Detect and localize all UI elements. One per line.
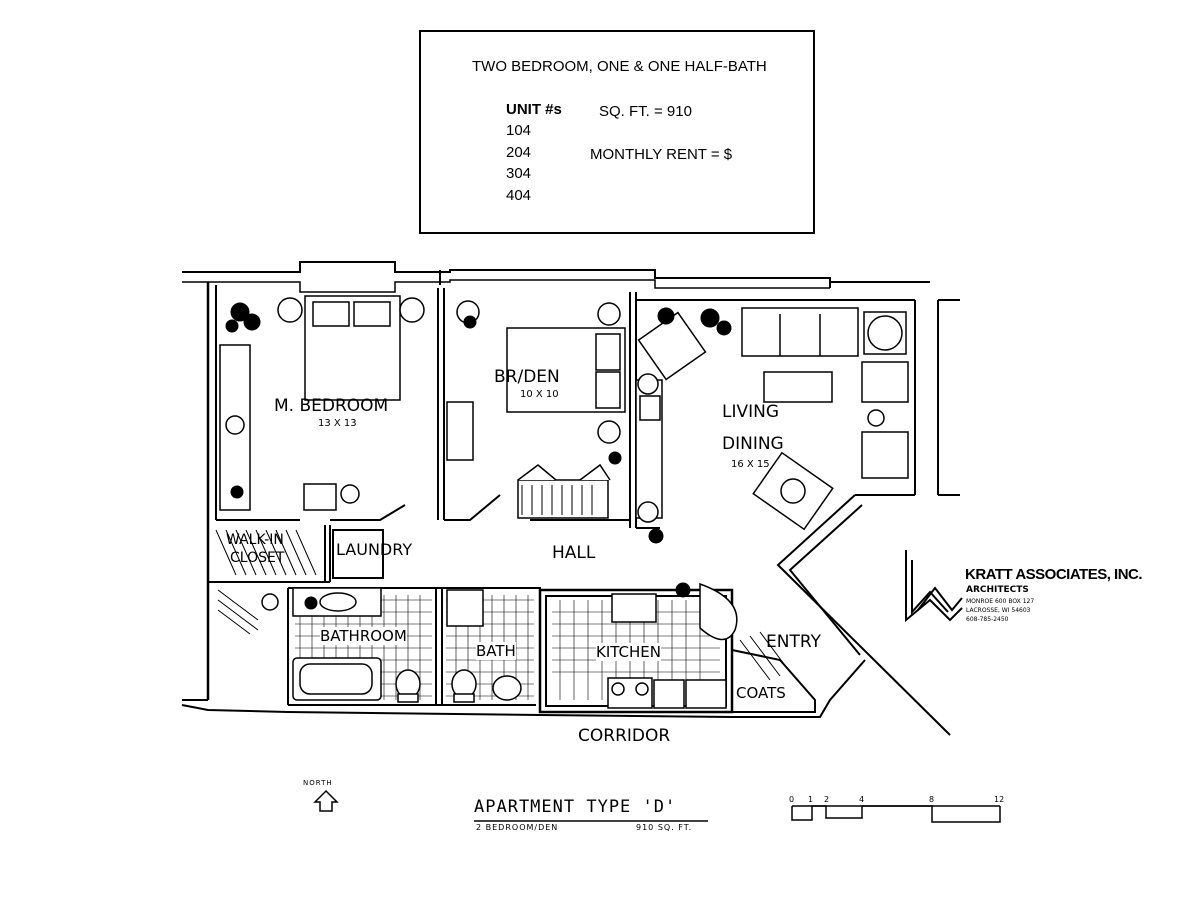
firm-address-line: LACROSSE, WI 54603 [966, 607, 1031, 614]
unit-number: 104 [506, 122, 532, 139]
master-bedroom-label: M. BEDROOM [274, 396, 389, 416]
br-den-label: BR/DEN [494, 367, 560, 387]
br-den-dimensions: 10 X 10 [520, 389, 559, 400]
bath-label: BATH [476, 642, 516, 660]
rent-text: MONTHLY RENT = $ [590, 146, 733, 163]
unit-number: 204 [506, 144, 532, 161]
living-label: LIVING [722, 402, 780, 422]
entry-label: ENTRY [766, 632, 821, 652]
sqft-text: SQ. FT. = 910 [599, 103, 692, 120]
corridor-label: CORRIDOR [578, 726, 671, 746]
plan-title: APARTMENT TYPE 'D' [474, 797, 677, 817]
walk-in-label: WALK-IN [226, 532, 284, 548]
scale-tick-label: 12 [994, 795, 1005, 804]
unit-number: 304 [506, 165, 532, 182]
scale-tick-label: 4 [859, 795, 865, 804]
scale-tick-label: 1 [808, 795, 814, 804]
firm-sub: ARCHITECTS [966, 585, 1029, 595]
living-dimensions: 16 X 15 [731, 459, 770, 470]
firm-name: KRATT ASSOCIATES, INC. [965, 566, 1143, 583]
hall-label: HALL [552, 543, 596, 563]
firm-address-line: MONROE 600 BOX 127 [966, 598, 1035, 605]
master-bedroom-dimensions: 13 X 13 [318, 418, 357, 429]
dining-label: DINING [722, 434, 784, 454]
info-heading: TWO BEDROOM, ONE & ONE HALF-BATH [472, 58, 767, 75]
scale-tick-label: 8 [929, 795, 935, 804]
firm-address-line: 608-785-2450 [966, 616, 1009, 623]
laundry-label: LAUNDRY [336, 540, 413, 559]
coats-label: COATS [736, 684, 786, 702]
kitchen-label: KITCHEN [596, 643, 661, 661]
info-box [419, 30, 815, 234]
closet-label: CLOSET [230, 550, 285, 566]
scale-tick-label: 2 [824, 795, 830, 804]
plan-area: 910 SQ. FT. [636, 823, 693, 832]
scale-tick-label: 0 [789, 795, 795, 804]
bathroom-label: BATHROOM [320, 627, 407, 645]
unit-number: 404 [506, 187, 532, 204]
unit-label: UNIT #s [506, 101, 562, 118]
north-label: NORTH [303, 779, 333, 787]
plan-subtitle: 2 BEDROOM/DEN [476, 823, 559, 832]
